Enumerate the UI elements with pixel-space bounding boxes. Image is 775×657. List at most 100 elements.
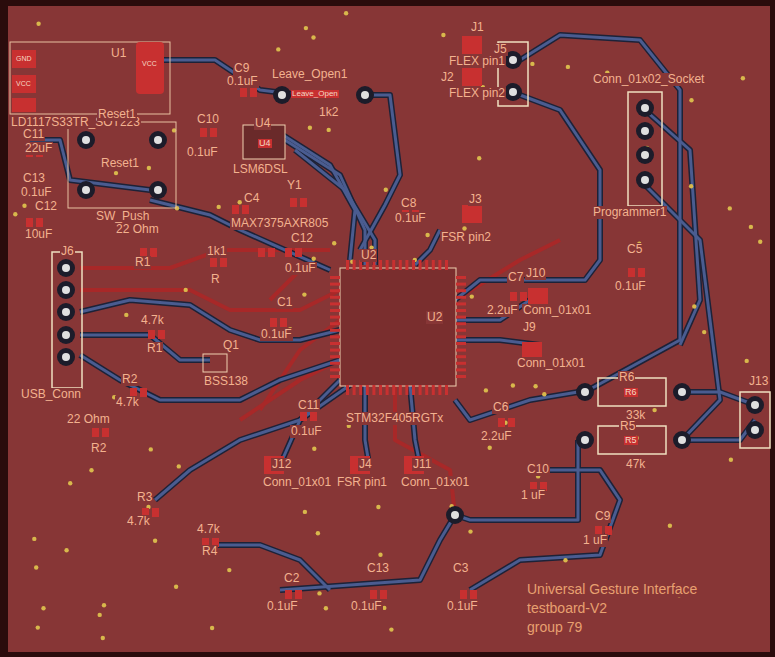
- component-value: 4.7k: [115, 396, 140, 409]
- tht-pad: [149, 131, 167, 149]
- via: [728, 206, 732, 210]
- j13-outline: [740, 392, 770, 448]
- via: [542, 392, 546, 396]
- pin: [379, 260, 382, 270]
- pin: [330, 302, 340, 305]
- via: [729, 458, 733, 462]
- smd-pad: [240, 88, 247, 97]
- smd-pad: [92, 428, 99, 437]
- component-value: 22uF: [24, 142, 53, 155]
- pin: [445, 385, 448, 395]
- component-value: 0.1uF: [20, 186, 53, 199]
- via: [344, 11, 348, 15]
- silkscreen-text: Leave_Open: [291, 90, 339, 98]
- smd-pad: [258, 248, 265, 257]
- tht-pad: [576, 383, 594, 401]
- pin: [456, 362, 466, 365]
- reference-designator: J10: [525, 267, 546, 280]
- test-pad: [462, 68, 482, 86]
- via: [382, 606, 386, 610]
- smd-pad: [300, 198, 307, 207]
- reference-designator: R2: [121, 373, 138, 386]
- tht-pad: [673, 383, 691, 401]
- reference-designator: U4: [254, 117, 271, 130]
- via: [34, 565, 38, 569]
- drill-hole: [62, 308, 70, 316]
- via: [376, 505, 380, 509]
- mcu-body: [340, 268, 456, 386]
- via: [64, 548, 68, 552]
- via: [32, 537, 36, 541]
- drill-hole: [451, 511, 459, 519]
- tht-pad: [746, 396, 764, 414]
- pin: [456, 375, 466, 378]
- via: [749, 225, 753, 229]
- via: [68, 481, 72, 485]
- silkscreen-text: group 79: [526, 620, 583, 635]
- pin: [366, 385, 369, 395]
- via: [316, 531, 320, 535]
- silkscreen-text: MAX7375AXR805: [230, 217, 329, 230]
- reference-designator: J3: [468, 193, 483, 206]
- pin: [456, 349, 466, 352]
- via: [238, 200, 242, 204]
- pin: [330, 342, 340, 345]
- reference-designator: R6: [618, 371, 635, 384]
- reference-designator: R3: [136, 491, 153, 504]
- silkscreen-text: FSR pin1: [336, 476, 388, 489]
- smd-pad: [26, 218, 33, 227]
- via: [741, 76, 745, 80]
- smd-pad: [148, 330, 155, 339]
- pin: [412, 385, 415, 395]
- smd-pad: [36, 218, 43, 227]
- tht-pad: [636, 146, 654, 164]
- smd-pad: [285, 590, 292, 599]
- via: [147, 166, 151, 170]
- silkscreen-text: Reset1: [97, 108, 137, 121]
- silkscreen-text: Conn_01x01: [400, 476, 470, 489]
- via: [102, 603, 106, 607]
- tht-pad: [273, 86, 291, 104]
- reference-designator: C9: [233, 62, 250, 75]
- imu-body: [243, 125, 285, 159]
- smd-pad: [220, 258, 227, 267]
- reference-designator: J13: [748, 375, 769, 388]
- pin: [456, 335, 466, 338]
- via: [689, 98, 693, 102]
- reference-designator: C11: [297, 399, 320, 412]
- reference-designator: Q1: [222, 339, 240, 352]
- smd-pad: [520, 292, 527, 301]
- reference-designator: C12: [290, 232, 314, 245]
- pin: [330, 349, 340, 352]
- pin: [456, 309, 466, 312]
- pin: [405, 385, 408, 395]
- smd-pad: [210, 258, 217, 267]
- drill-hole: [581, 388, 589, 396]
- via: [227, 568, 231, 572]
- reference-designator: C10: [526, 463, 550, 476]
- reference-designator: C13: [22, 172, 46, 185]
- smd-pad: [280, 318, 287, 327]
- smd-pad: [140, 388, 147, 397]
- smd-pad: [285, 248, 292, 257]
- pad: [12, 75, 36, 93]
- via: [702, 330, 706, 334]
- pin: [386, 385, 389, 395]
- pin: [353, 260, 356, 270]
- reference-designator: C6: [492, 401, 509, 414]
- via: [745, 359, 749, 363]
- reference-designator: C4: [243, 192, 260, 205]
- silkscreen-text: VCC: [15, 80, 32, 87]
- smd-pad: [232, 205, 239, 214]
- pin: [372, 385, 375, 395]
- pin: [330, 362, 340, 365]
- pin: [419, 385, 422, 395]
- drill-hole: [641, 176, 649, 184]
- reference-designator: C5: [626, 243, 643, 256]
- pin: [330, 283, 340, 286]
- smd-pad: [470, 590, 477, 599]
- reference-designator: C11: [22, 128, 45, 141]
- via: [89, 468, 93, 472]
- drill-hole: [154, 136, 162, 144]
- smd-pad: [310, 412, 317, 421]
